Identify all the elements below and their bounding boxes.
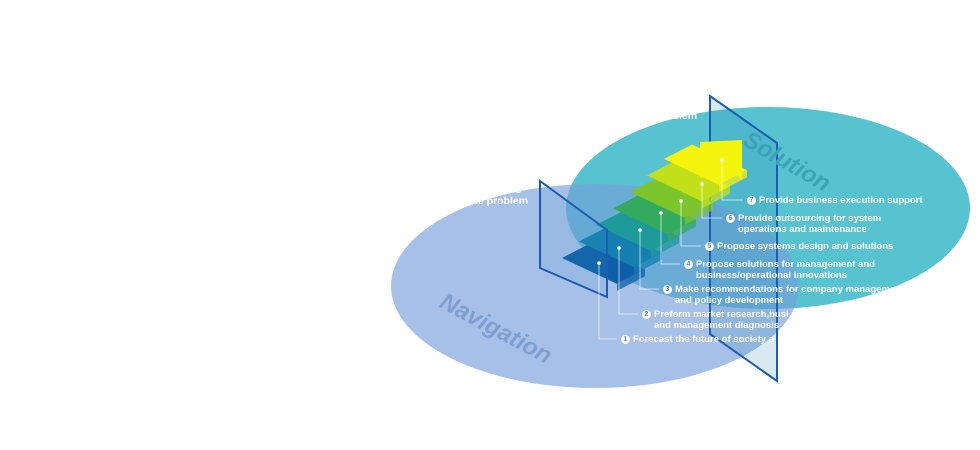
leader-line-2 — [618, 248, 638, 315]
step-2-number: 2 — [642, 310, 651, 319]
solving-line-1: the problem — [637, 110, 698, 122]
solving-problem-label: the problem — [637, 110, 697, 123]
leader-line-3 — [639, 230, 659, 290]
step-3-side — [651, 236, 679, 258]
step-5-number: 5 — [705, 242, 714, 251]
step-3-text: Make recommendations for company managem… — [675, 284, 905, 295]
step-2-text: Preform market research,busi — [654, 309, 789, 320]
step-6-subtext: operations and maintenance — [738, 224, 867, 235]
step-4-subtext: business/operational innovations — [696, 270, 847, 281]
step-4-text: Propose solutions for management and — [696, 259, 875, 270]
identifying-line-2: the problem — [468, 195, 529, 207]
step-3-subtext: and policy development — [675, 295, 784, 306]
staircase — [562, 140, 747, 291]
step-2-side — [634, 252, 662, 275]
step-1-side — [617, 269, 645, 291]
step-4-tile — [613, 193, 696, 235]
leader-dot-3 — [638, 228, 642, 232]
leader-line-1 — [598, 263, 617, 340]
leader-line-7 — [721, 160, 743, 201]
step-6-tile — [647, 160, 730, 202]
identifying-problem-label: entifying the problem — [468, 182, 528, 208]
step-5-side — [685, 203, 713, 225]
leader-dot-6 — [700, 182, 704, 186]
leader-line-6 — [701, 184, 722, 219]
step-2-subtext: and management diagnosis — [654, 320, 780, 331]
step-5-text: Propose systems design and solutions — [717, 241, 894, 252]
leader-dot-1 — [597, 261, 601, 265]
step-7-number: 7 — [747, 196, 756, 205]
leader-lines — [597, 158, 743, 340]
leader-line-4 — [660, 213, 680, 265]
leader-line-5 — [680, 201, 701, 247]
step-6-side — [702, 186, 730, 209]
step-1-text: Forecast the future of society a — [633, 334, 774, 345]
step-7-text: Provide business execution support — [759, 195, 923, 206]
step-6-number: 6 — [726, 214, 735, 223]
step-6-text: Provide outsourcing for system — [738, 213, 882, 224]
step-1-number: 1 — [621, 335, 630, 344]
step-5-tile — [630, 177, 713, 218]
step-4-number: 4 — [684, 260, 693, 269]
identifying-line-1: entifying — [478, 182, 522, 194]
leader-dot-2 — [617, 246, 621, 250]
step-1-tile — [562, 243, 645, 284]
leader-dot-5 — [679, 199, 683, 203]
leader-dot-7 — [720, 158, 724, 162]
step-3-tile — [596, 210, 679, 251]
step-3-number: 3 — [663, 285, 672, 294]
navigation-frame — [539, 179, 608, 299]
step-4-side — [668, 219, 696, 242]
leader-dot-4 — [659, 211, 663, 215]
